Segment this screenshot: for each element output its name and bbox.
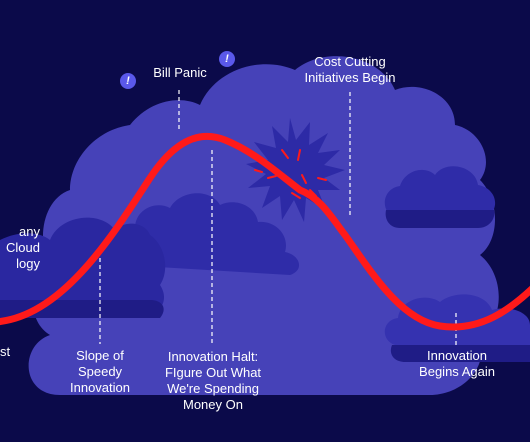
exclamation-badge-icon: !: [120, 73, 136, 89]
cost-cutting-label: Cost Cutting Initiatives Begin: [304, 54, 396, 85]
left-partial-label: any Cloud logy: [6, 224, 40, 271]
exclamation-badge-icon: !: [219, 51, 235, 67]
innovation-halt-label: Innovation Halt: FIgure Out What We're S…: [164, 349, 262, 412]
begins-again-label: Innovation Begins Again: [419, 348, 495, 379]
right-small-cloud: [384, 166, 496, 215]
slope-label: Slope of Speedy Innovation: [70, 348, 130, 395]
left-bottom-partial-label: st: [0, 344, 11, 359]
right-lower-cloud-shadow: [390, 345, 530, 362]
right-small-cloud-shadow: [385, 210, 495, 228]
bill-panic-label: Bill Panic: [153, 65, 207, 80]
innovation-curve: [0, 132, 530, 331]
starburst-icon: [246, 118, 345, 222]
